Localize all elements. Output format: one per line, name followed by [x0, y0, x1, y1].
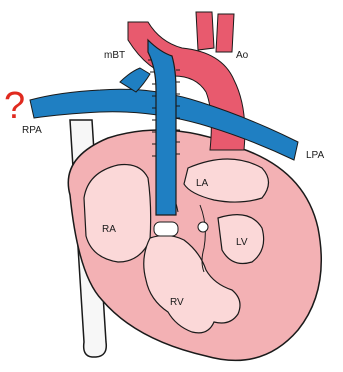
- label-lpa: LPA: [306, 150, 324, 161]
- label-la: LA: [196, 178, 209, 189]
- label-rv: RV: [170, 297, 184, 308]
- question-mark: ?: [4, 85, 25, 127]
- label-mbt: mBT: [104, 50, 125, 61]
- label-ra: RA: [102, 224, 116, 235]
- label-rpa: RPA: [22, 125, 42, 136]
- label-ao: Ao: [236, 50, 249, 61]
- heart-body: [68, 130, 321, 360]
- mbt-shunt: [120, 68, 150, 92]
- label-lv: LV: [236, 237, 248, 248]
